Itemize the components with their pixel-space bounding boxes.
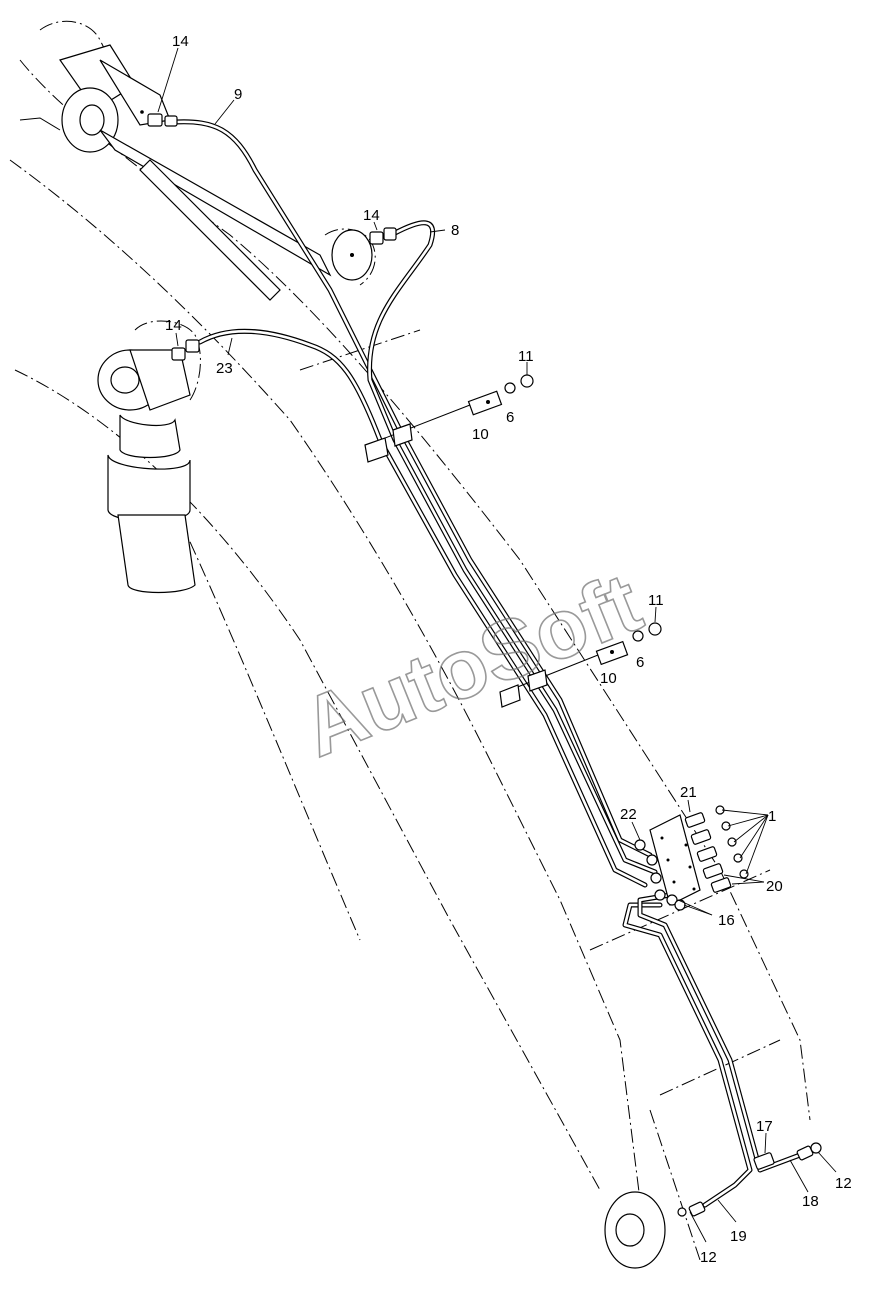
fitting-14-top [140,110,178,127]
watermark: AutoSoft [289,554,655,776]
callout-10-upper: 10 [472,426,489,443]
callout-14-mid: 14 [363,207,380,224]
boom-outline [9,59,811,1261]
pipe-19 [622,902,753,1208]
callout-12-left: 12 [700,1249,717,1266]
arm-cylinder-bracket [324,228,376,286]
callout-6-upper: 6 [506,409,514,426]
callout-11-upper: 11 [518,348,534,365]
callout-16: 16 [718,912,735,929]
fitting-14-left [171,339,200,361]
adapters-21-20 [684,805,749,893]
pipe-18 [637,892,803,1173]
callout-17: 17 [756,1118,773,1135]
arm-end-pin [604,1191,666,1269]
callout-12-right: 12 [835,1175,852,1192]
callout-14-top: 14 [172,33,189,50]
callout-19: 19 [730,1228,747,1245]
fitting-14-mid [350,227,397,257]
callout-1: 1 [768,808,776,825]
boom-rib-plate [99,129,332,301]
bucket-cylinder [97,320,201,594]
leader-lines [157,47,837,1243]
clamp-10-upper [364,374,534,463]
pipe-8 [367,220,658,875]
boom-foot-housing [19,20,171,153]
callout-11-lower: 11 [648,592,664,609]
callout-6-lower: 6 [636,654,644,671]
callout-9: 9 [234,86,242,103]
callout-20: 20 [766,878,783,895]
fittings-lower [677,1142,822,1217]
callout-21: 21 [680,784,697,801]
callout-14-left: 14 [165,317,182,334]
callout-22: 22 [620,806,637,823]
callout-18: 18 [802,1193,819,1210]
callout-labels: 14 9 14 8 14 23 11 6 10 11 6 10 21 1 22 … [165,33,852,1266]
clamp-10-lower [499,622,662,708]
svg-text:AutoSoft: AutoSoft [289,555,653,775]
callout-10-lower: 10 [600,670,617,687]
pipe-9 [172,119,653,858]
manifold-block [634,814,701,911]
callout-23: 23 [216,360,233,377]
pipe-23 [197,328,648,888]
callout-8: 8 [451,222,459,239]
